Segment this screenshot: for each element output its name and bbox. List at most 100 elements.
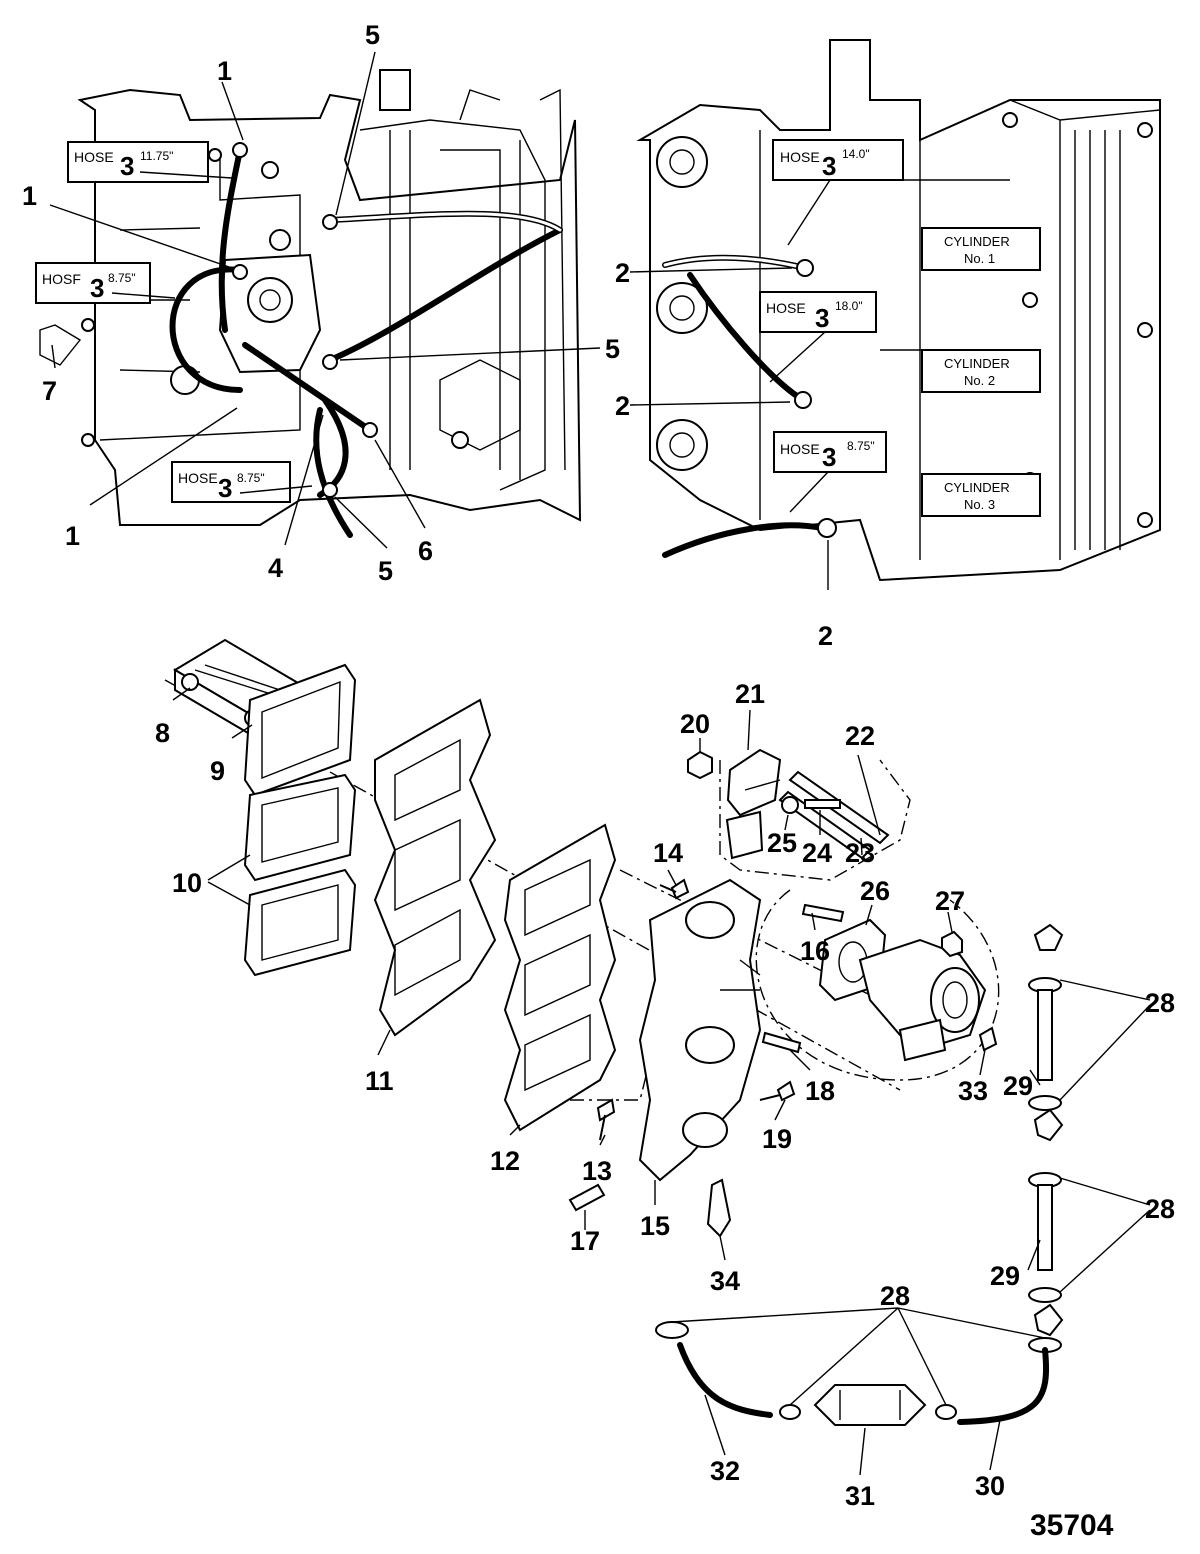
svg-text:No. 3: No. 3 [964,497,995,512]
label-6: 6 [418,536,433,566]
svg-text:HOSE: HOSE [780,441,820,457]
stud-17 [568,1183,606,1212]
gasket-10a [243,773,357,882]
label-11: 11 [365,1066,394,1096]
hose-callout-left-top: HOSE 3 11.75" [67,141,233,183]
label-30: 30 [975,1471,1005,1501]
label-29: 29 [1003,1071,1033,1101]
label-27: 27 [935,886,965,916]
label-5: 5 [605,334,620,364]
label-14: 14 [653,838,683,868]
svg-text:No. 1: No. 1 [964,251,995,266]
label-1: 1 [217,56,232,86]
label-20: 20 [680,709,710,739]
tube-23 [778,790,872,860]
fuel-line-assembly [655,923,1064,1426]
label-13: 13 [582,1156,612,1186]
label-23: 23 [845,838,875,868]
right-engine-view [636,39,1161,582]
label-22: 22 [845,721,875,751]
svg-text:HOSE: HOSE [780,149,820,165]
stud-16 [801,903,845,923]
label-29: 29 [990,1261,1020,1291]
clip-33 [978,1026,998,1052]
label-17: 17 [570,1226,600,1256]
label-32: 32 [710,1456,740,1486]
plate-12 [503,823,617,1132]
label-15: 15 [640,1211,670,1241]
figure-number: 35704 [1030,1509,1114,1542]
hose-callout-right-top: HOSE 3 14.0" [772,139,904,246]
left-engine-view [39,69,582,538]
svg-text:HOSE: HOSE [766,300,806,316]
label-1: 1 [65,521,80,551]
svg-text:3: 3 [822,151,836,181]
label-19: 19 [762,1124,792,1154]
label-8: 8 [155,718,170,748]
label-28: 28 [880,1281,910,1311]
label-7: 7 [42,376,57,406]
label-28: 28 [1145,988,1175,1018]
svg-text:14.0": 14.0" [842,147,870,161]
label-1: 1 [22,181,37,211]
svg-text:CYLINDER: CYLINDER [944,356,1010,371]
label-16: 16 [800,936,830,966]
label-12: 12 [490,1146,520,1176]
svg-text:8.75": 8.75" [847,439,875,453]
label-2: 2 [818,621,833,651]
svg-text:8.75": 8.75" [108,271,136,285]
valve-21 [725,748,782,860]
svg-text:8.75": 8.75" [237,471,265,485]
svg-text:3: 3 [815,303,829,333]
label-5: 5 [378,556,393,586]
label-26: 26 [860,876,890,906]
bolt-24 [804,799,841,809]
svg-text:3: 3 [822,442,836,472]
hose-callout-left-mid: HOSF 3 8.75" [35,262,176,304]
svg-text:18.0": 18.0" [835,299,863,313]
label-10: 10 [172,868,202,898]
bolt-19 [776,1080,796,1102]
hose-callout-right-mid: HOSE 3 18.0" [759,291,877,383]
cylinder-label-2: CYLINDER No. 2 [921,349,1041,393]
cylinder-label-1: CYLINDER No. 1 [921,227,1041,271]
label-2: 2 [615,391,630,421]
svg-text:No. 2: No. 2 [964,373,995,388]
label-34: 34 [710,1266,740,1296]
intake-manifold-15 [638,878,762,1182]
label-9: 9 [210,756,225,786]
svg-text:CYLINDER: CYLINDER [944,234,1010,249]
hose-callout-left-bottom: HOSE 3 8.75" [171,461,313,503]
label-21: 21 [735,679,765,709]
label-33: 33 [958,1076,988,1106]
svg-text:3: 3 [90,273,104,303]
label-28: 28 [1145,1194,1175,1224]
nut-20 [687,750,713,780]
leader-lines [172,687,1151,1476]
label-4: 4 [268,553,283,583]
svg-text:HOSE: HOSE [74,149,114,165]
hose-callout-right-bottom: HOSE 3 8.75" [773,431,887,513]
gasket-10b [243,868,357,977]
label-24: 24 [802,838,832,868]
label-2: 2 [615,258,630,288]
svg-text:3: 3 [218,473,232,503]
stud-18 [761,1031,802,1054]
cap-27 [941,930,963,958]
label-25: 25 [767,828,797,858]
svg-text:CYLINDER: CYLINDER [944,480,1010,495]
washer-25 [781,796,799,814]
svg-text:HOSE: HOSE [178,470,218,486]
svg-text:11.75": 11.75" [140,149,173,163]
fuel-filter-31 [813,1384,927,1426]
cylinder-label-3: CYLINDER No. 3 [921,473,1041,517]
svg-text:HOSF: HOSF [42,271,81,287]
plate-11 [373,698,497,1037]
clamp-34 [706,1178,732,1238]
label-18: 18 [805,1076,835,1106]
label-5: 5 [365,20,380,50]
carburetor-26 [818,918,987,1062]
label-31: 31 [845,1481,875,1511]
svg-text:3: 3 [120,151,134,181]
